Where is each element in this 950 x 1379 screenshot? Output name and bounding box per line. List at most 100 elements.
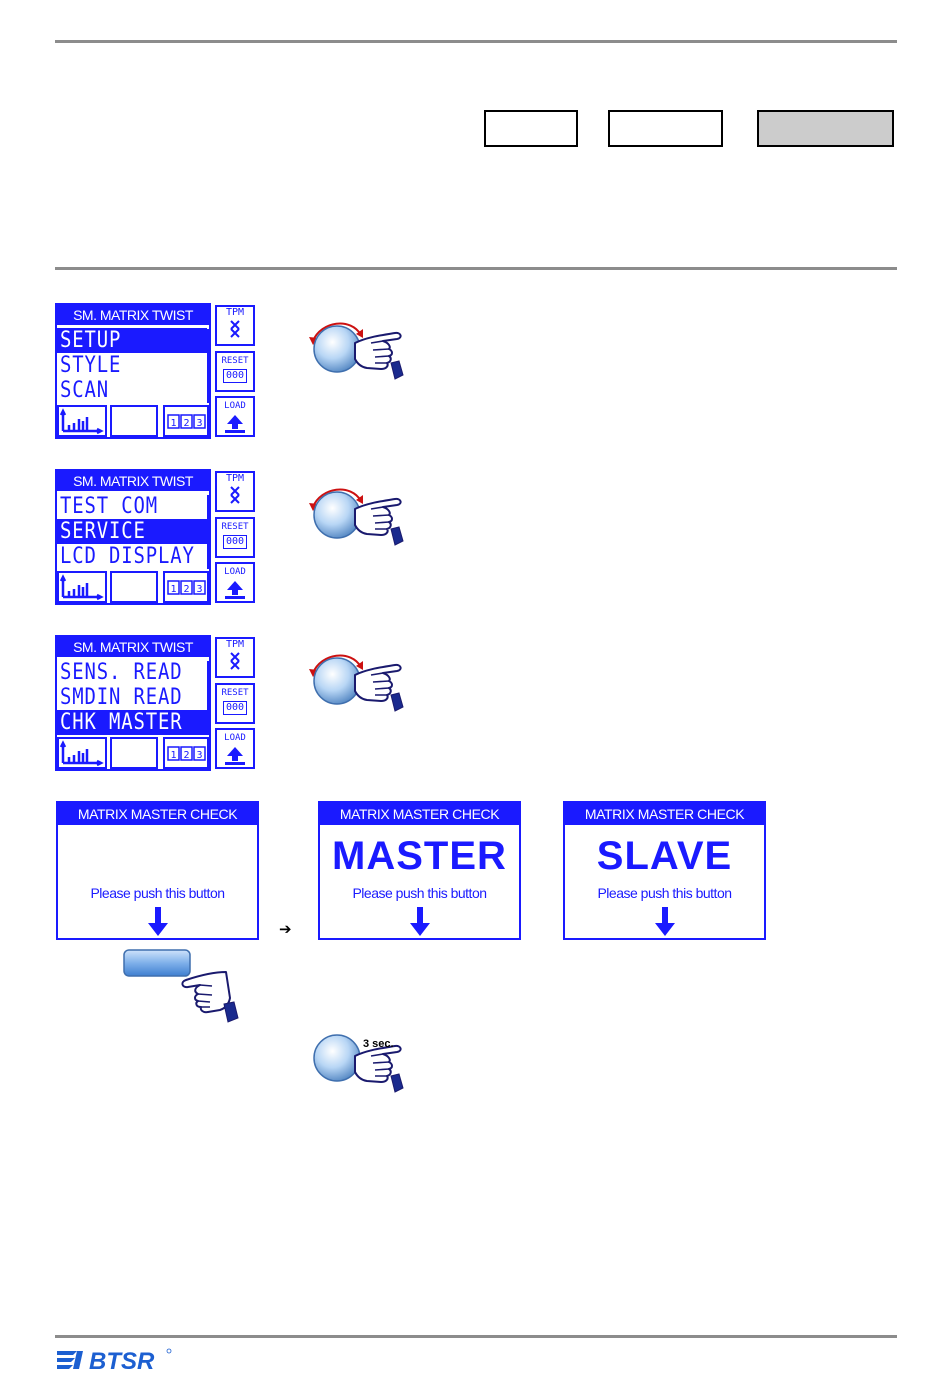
svg-text:3: 3 bbox=[196, 418, 202, 429]
menu-item-setup[interactable]: SETUP bbox=[57, 328, 207, 353]
master-check-title: MATRIX MASTER CHECK bbox=[565, 803, 764, 825]
blank-softkey[interactable] bbox=[110, 737, 158, 769]
upload-icon bbox=[225, 581, 245, 599]
master-check-screen-master: MATRIX MASTER CHECK MASTER Please push t… bbox=[318, 801, 521, 940]
arrow-down-icon bbox=[410, 907, 430, 936]
reset-label: RESET bbox=[221, 522, 249, 532]
btsr-logo-icon: BTSR bbox=[57, 1348, 172, 1375]
master-check-screen-blank: MATRIX MASTER CHECK Please push this but… bbox=[56, 801, 259, 940]
load-label: LOAD bbox=[224, 401, 246, 411]
rotate-knob-icon bbox=[309, 488, 404, 546]
reset-softkey[interactable]: RESET 000 bbox=[215, 517, 255, 558]
load-label: LOAD bbox=[224, 733, 246, 743]
hold-duration-label: 3 sec. bbox=[363, 1038, 394, 1050]
push-button-prompt: Please push this button bbox=[352, 885, 487, 901]
reset-label: RESET bbox=[221, 688, 249, 698]
upload-icon bbox=[225, 415, 245, 433]
master-check-title: MATRIX MASTER CHECK bbox=[58, 803, 257, 825]
tpm-label: TPM bbox=[225, 307, 245, 318]
load-label: LOAD bbox=[224, 567, 246, 577]
hold-knob-icon bbox=[313, 1034, 404, 1093]
upload-icon bbox=[225, 747, 245, 765]
svg-text:1: 1 bbox=[170, 750, 176, 761]
arrow-down-icon bbox=[148, 907, 168, 936]
header-box-3 bbox=[757, 110, 894, 147]
twist-icon bbox=[230, 486, 240, 504]
reset-counter: 000 bbox=[222, 535, 248, 549]
load-softkey[interactable]: LOAD bbox=[215, 728, 255, 769]
menu-item-chk-master[interactable]: CHK MASTER bbox=[57, 710, 207, 735]
lcd-frame: SM. MATRIX TWIST SENS. READ SMDIN READ C… bbox=[55, 635, 211, 771]
twist-icon bbox=[230, 652, 240, 670]
menu-item-sens-read[interactable]: SENS. READ bbox=[60, 660, 183, 685]
svg-text:3: 3 bbox=[196, 584, 202, 595]
menu-item-lcd-display[interactable]: LCD DISPLAY bbox=[60, 544, 195, 569]
menu-item-smdin-read[interactable]: SMDIN READ bbox=[60, 685, 183, 710]
tpm-label: TPM bbox=[225, 639, 245, 650]
graph-icon bbox=[59, 740, 104, 767]
menu-item-style[interactable]: STYLE bbox=[60, 353, 122, 378]
header-box-1 bbox=[484, 110, 578, 147]
reset-label: RESET bbox=[221, 356, 249, 366]
graph-softkey[interactable] bbox=[57, 405, 107, 437]
master-check-status: MASTER bbox=[332, 834, 507, 878]
svg-text:1: 1 bbox=[170, 418, 176, 429]
tpm-softkey[interactable]: TPM bbox=[215, 637, 255, 678]
svg-text:2: 2 bbox=[183, 418, 189, 429]
menu-item-scan[interactable]: SCAN bbox=[60, 378, 110, 403]
tpm-softkey[interactable]: TPM bbox=[215, 471, 255, 512]
rotate-knob-icon bbox=[309, 322, 404, 380]
blank-softkey[interactable] bbox=[110, 405, 158, 437]
svg-text:2: 2 bbox=[183, 584, 189, 595]
twist-icon bbox=[230, 320, 240, 338]
tpm-softkey[interactable]: TPM bbox=[215, 305, 255, 346]
lcd-scrollbar bbox=[207, 495, 210, 569]
lcd-scrollbar bbox=[207, 661, 210, 735]
arrow-down-icon bbox=[655, 907, 675, 936]
master-check-screen-slave: MATRIX MASTER CHECK SLAVE Please push th… bbox=[563, 801, 766, 940]
push-button-prompt: Please push this button bbox=[597, 885, 732, 901]
header-rule bbox=[55, 40, 897, 43]
blank-softkey[interactable] bbox=[110, 571, 158, 603]
svg-text:3: 3 bbox=[196, 750, 202, 761]
load-softkey[interactable]: LOAD bbox=[215, 562, 255, 603]
svg-text:2: 2 bbox=[183, 750, 189, 761]
lcd-menu-screen-3: SM. MATRIX TWIST SENS. READ SMDIN READ C… bbox=[55, 635, 255, 771]
graph-icon bbox=[59, 408, 104, 435]
lcd-frame: SM. MATRIX TWIST SETUP STYLE SCAN bbox=[55, 303, 211, 439]
load-softkey[interactable]: LOAD bbox=[215, 396, 255, 437]
lcd-title: SM. MATRIX TWIST bbox=[57, 637, 209, 657]
reset-counter: 000 bbox=[222, 369, 248, 383]
graph-icon bbox=[59, 574, 104, 601]
reset-softkey[interactable]: RESET 000 bbox=[215, 351, 255, 392]
graph-softkey[interactable] bbox=[57, 737, 107, 769]
push-button-prompt: Please push this button bbox=[90, 885, 225, 901]
menu-item-service[interactable]: SERVICE bbox=[57, 519, 207, 544]
section-rule bbox=[55, 267, 897, 270]
push-button-icon[interactable] bbox=[120, 948, 240, 1024]
footer-rule bbox=[55, 1335, 897, 1338]
lcd-title: SM. MATRIX TWIST bbox=[57, 471, 209, 491]
svg-text:1: 1 bbox=[170, 584, 176, 595]
rotate-knob-icon bbox=[309, 654, 404, 712]
svg-text:BTSR: BTSR bbox=[89, 1348, 155, 1375]
lcd-scrollbar bbox=[207, 329, 210, 403]
master-check-status: SLAVE bbox=[596, 834, 733, 878]
header-box-2 bbox=[608, 110, 723, 147]
tpm-label: TPM bbox=[225, 473, 245, 484]
reset-softkey[interactable]: RESET 000 bbox=[215, 683, 255, 724]
lcd-menu-screen-2: SM. MATRIX TWIST TEST COM SERVICE LCD DI… bbox=[55, 469, 255, 605]
transition-arrow: ➔ bbox=[279, 920, 292, 938]
menu-item-test-com[interactable]: TEST COM bbox=[60, 494, 159, 519]
master-check-title: MATRIX MASTER CHECK bbox=[320, 803, 519, 825]
graph-softkey[interactable] bbox=[57, 571, 107, 603]
lcd-title: SM. MATRIX TWIST bbox=[57, 305, 209, 325]
reset-counter: 000 bbox=[222, 701, 248, 715]
